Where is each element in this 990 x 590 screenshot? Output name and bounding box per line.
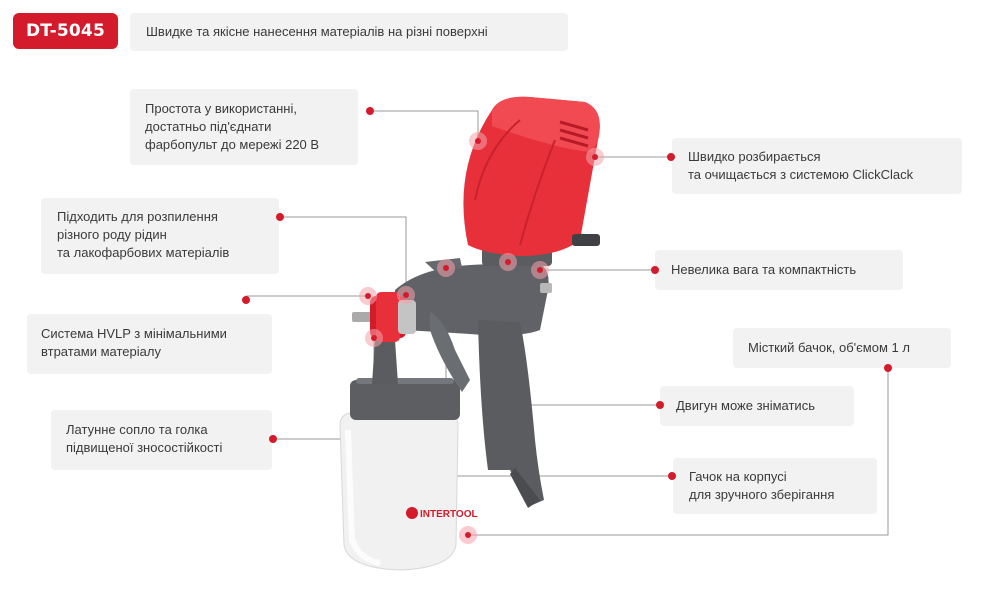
- nozzle: [352, 292, 416, 342]
- dot-light-compact: [651, 266, 659, 274]
- sprayer-body: [394, 258, 552, 508]
- svg-text:INTERTOOL: INTERTOOL: [420, 509, 478, 520]
- callout-motor-removable: Двигун може зніматись: [660, 386, 854, 426]
- motor-housing: [463, 96, 600, 266]
- callout-various-liquids: Підходить для розпилення різного роду рі…: [41, 198, 279, 274]
- leader-various-liquids: [280, 216, 407, 295]
- callout-light-compact: Невелика вага та компактність: [655, 250, 903, 290]
- highlight-dots: [365, 138, 598, 538]
- callout-easy-use: Простота у використанні, достатньо під'є…: [130, 89, 358, 165]
- leader-easy-use: [370, 110, 479, 137]
- dot-brass: [269, 435, 277, 443]
- dot-hook: [668, 472, 676, 480]
- callout-hvlp: Система HVLP з мінімальними втратами мат…: [27, 314, 272, 374]
- dot-various-liquids: [276, 213, 284, 221]
- callout-tank-volume: Місткий бачок, об'ємом 1 л: [733, 328, 951, 368]
- callout-fast-application: Швидке та якісне нанесення матеріалів на…: [130, 13, 568, 51]
- callout-brass-nozzle: Латунне сопло та голка підвищеної зносос…: [51, 410, 272, 470]
- dot-motor: [656, 401, 664, 409]
- dot-clickclack: [667, 153, 675, 161]
- paint-tank: [339, 378, 460, 571]
- callout-hook: Гачок на корпусі для зручного зберігання: [673, 458, 877, 514]
- model-badge: DT-5045: [13, 13, 118, 49]
- dot-tank: [884, 364, 892, 372]
- dot-hvlp: [242, 296, 250, 304]
- dot-easy-use: [366, 107, 374, 115]
- leader-tank: [470, 368, 889, 536]
- intertool-logo: INTERTOOL: [406, 507, 478, 520]
- callout-clickclack: Швидко розбирається та очищається з сист…: [672, 138, 962, 194]
